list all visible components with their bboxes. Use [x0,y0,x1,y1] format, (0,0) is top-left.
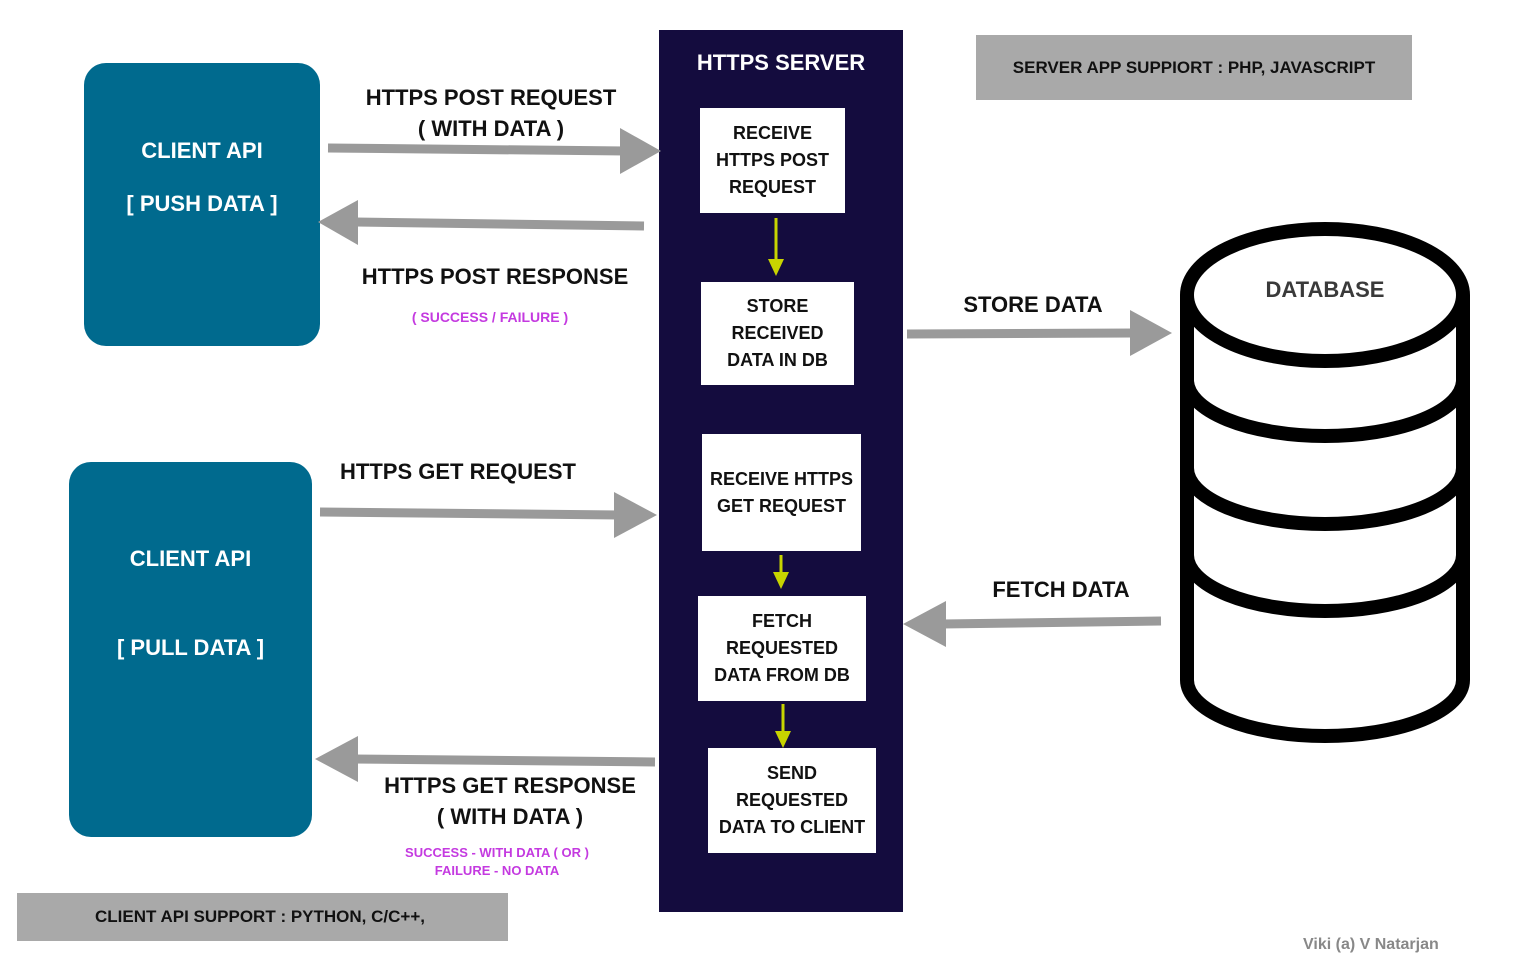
get-request-arrow [319,492,657,538]
server-support-box: SERVER APP SUPPIORT : PHP, JAVASCRIPT [976,35,1412,100]
post-response-note: ( SUCCESS / FAILURE ) [411,309,569,325]
step-arrow-1 [768,218,784,276]
step-receive-post: RECEIVE HTTPS POST REQUEST [700,108,845,213]
step-send-client: SEND REQUESTED DATA TO CLIENT [708,748,876,853]
client-pull-subtitle: [ PULL DATA ] [116,635,265,660]
client-pull-title: CLIENT API [129,546,252,571]
get-response-note: SUCCESS - WITH DATA ( OR ) FAILURE - NO … [405,845,589,878]
post-response-label: HTTPS POST RESPONSE [361,264,629,289]
post-response-arrow [318,200,645,245]
get-response-label: HTTPS GET RESPONSE ( WITH DATA ) [384,773,636,829]
server-title: HTTPS SERVER [696,50,866,75]
fetch-data-label: FETCH DATA [992,577,1130,602]
step-fetch-db: FETCH REQUESTED DATA FROM DB [698,596,866,701]
step-arrow-2 [773,555,789,589]
fetch-data-arrow [903,601,1162,647]
step-arrow-3 [775,704,791,748]
client-api-pull-box: CLIENT API [ PULL DATA ] [69,462,312,837]
store-data-label: STORE DATA [963,292,1103,317]
database-label: DATABASE [1265,277,1385,302]
step-store-db: STORE RECEIVED DATA IN DB [701,282,854,385]
client-api-push-box: CLIENT API [ PUSH DATA ] [84,63,320,346]
author-credit: Viki (a) V Natarjan [1303,936,1439,953]
client-push-title: CLIENT API [141,138,263,163]
client-support-box: CLIENT API SUPPORT : PYTHON, C/C++, [17,893,508,941]
client-push-subtitle: [ PUSH DATA ] [126,191,278,216]
get-response-arrow [315,736,656,782]
post-request-arrow [327,128,661,174]
database-cylinder [1180,222,1470,743]
post-request-label: HTTPS POST REQUEST ( WITH DATA ) [365,85,617,141]
step-receive-get: RECEIVE HTTPS GET REQUEST [702,434,861,551]
get-request-label: HTTPS GET REQUEST [340,459,576,484]
store-data-arrow [906,310,1172,356]
